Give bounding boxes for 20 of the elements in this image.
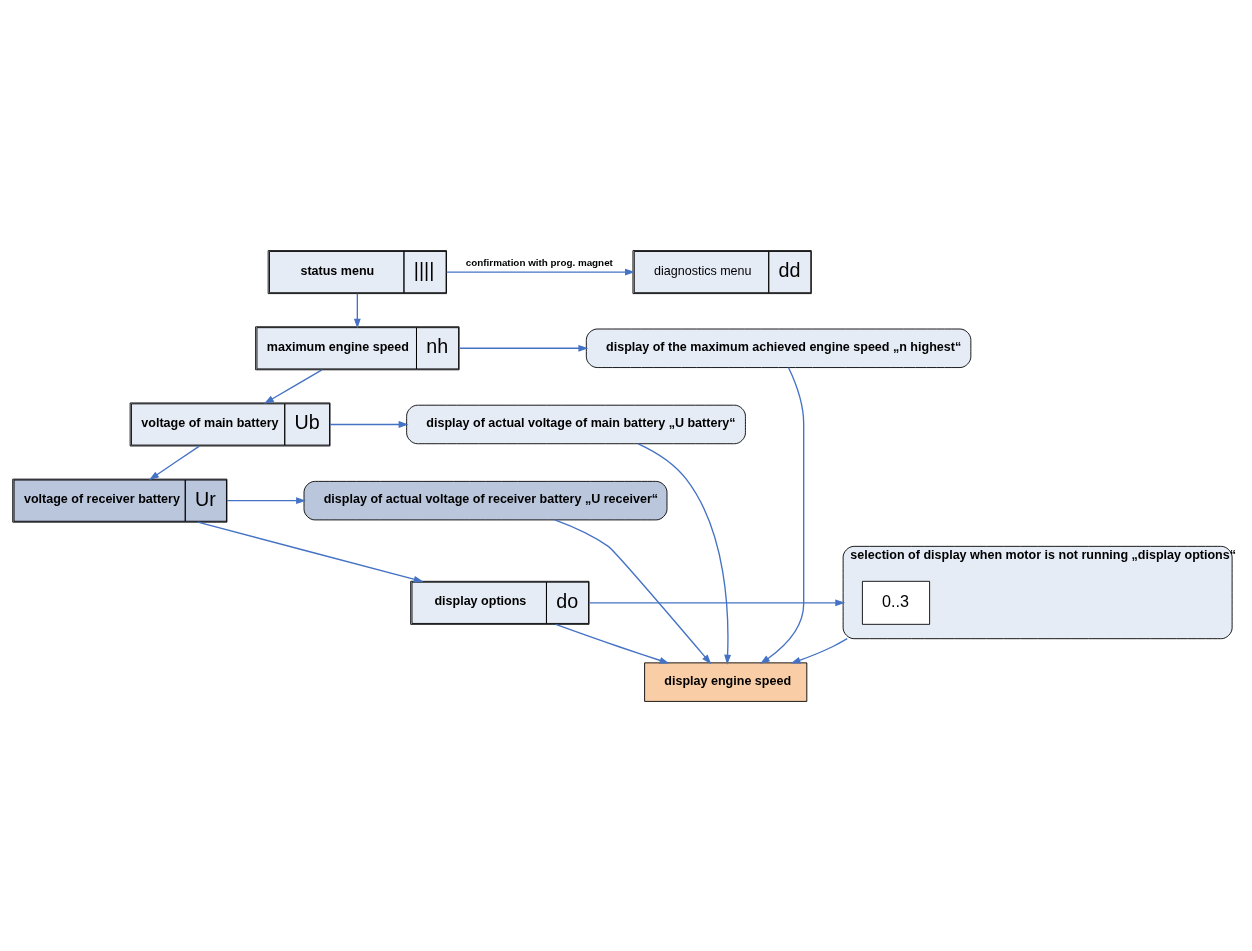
- arrow: [637, 442, 732, 665]
- edge-label: confirmation with prog. magnet: [465, 256, 613, 268]
- arrow: [760, 366, 805, 664]
- arrow: [329, 420, 409, 428]
- arrow: [264, 368, 323, 404]
- arrow: [555, 623, 670, 664]
- node-box: display of actual voltage of receiver battery „U receiver“: [303, 480, 668, 520]
- arrow: [445, 268, 635, 276]
- arrow: [197, 521, 424, 583]
- arrow: [353, 292, 361, 329]
- node-box: display of the maximum achieved engine speed „n highest“: [585, 328, 972, 368]
- arrow: [149, 444, 201, 480]
- node-box: 0..3: [861, 580, 931, 625]
- node-box: display of actual voltage of main battery „U battery“: [406, 404, 746, 444]
- arrow: [226, 496, 306, 504]
- arrow: [458, 344, 589, 352]
- arrow: [554, 518, 712, 664]
- node-box: display engine speed: [644, 661, 808, 702]
- arrow: [588, 598, 846, 606]
- arrow: [790, 637, 848, 663]
